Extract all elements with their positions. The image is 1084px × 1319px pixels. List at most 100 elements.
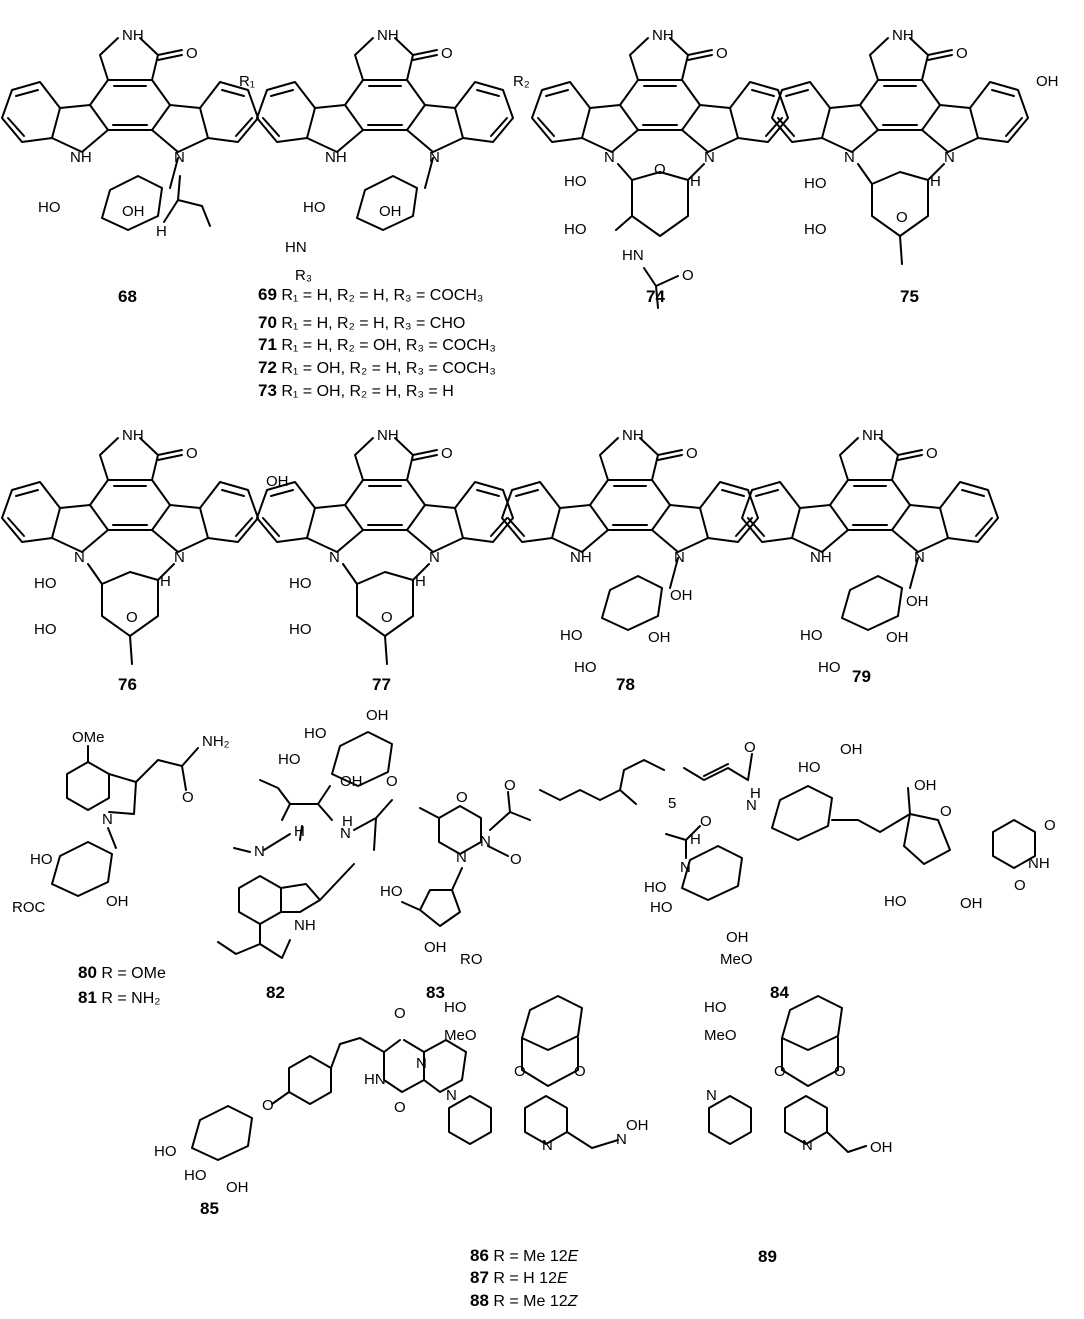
atom-oh: OH <box>626 1117 649 1134</box>
compound-69: NH O R₁ R₂ NH N HO OH HN R₃ <box>239 27 530 284</box>
atom-hn: HN <box>285 239 307 256</box>
svg-text:O: O <box>262 1097 274 1114</box>
compound-label: 78 <box>616 675 635 694</box>
svg-text:86 R = Me 12E: 86 R = Me 12E <box>470 1246 579 1265</box>
compound-82: HO HO OH OH O H N N H NH <box>217 707 398 959</box>
svg-text:O: O <box>510 851 522 868</box>
atom-n: N <box>674 549 685 566</box>
atom-n: N <box>74 549 85 566</box>
compound-caption: R₁ = H, R₂ = H, R₃ = COCH₃ <box>281 287 483 304</box>
compound-label: 87 <box>470 1268 489 1287</box>
svg-text:NH: NH <box>294 917 316 934</box>
atom-oh: OH <box>914 777 937 794</box>
atom-h: H <box>415 573 426 590</box>
atom-nh-indole: NH <box>570 549 592 566</box>
atom-h: H <box>294 823 305 840</box>
compound-75: NH O N N OH O HO HO H <box>771 27 1059 265</box>
atom-ho: HO <box>289 575 312 592</box>
svg-text:O: O <box>654 161 666 178</box>
svg-text:O: O <box>700 813 712 830</box>
svg-text:O: O <box>504 777 516 794</box>
atom-ho: HO <box>278 751 301 768</box>
atom-meo: MeO <box>704 1027 737 1044</box>
svg-text:81 R = NH₂: 81 R = NH₂ <box>78 988 160 1007</box>
atom-nh: NH <box>652 27 674 44</box>
svg-text:O: O <box>386 773 398 790</box>
compound-label: 73 <box>258 381 277 400</box>
atom-ho: HO <box>644 879 667 896</box>
svg-text:O: O <box>834 1063 846 1080</box>
atom-oh: OH <box>726 929 749 946</box>
atom-oh: OH <box>366 707 389 724</box>
svg-text:O: O <box>1044 817 1056 834</box>
svg-text:O: O <box>381 609 393 626</box>
atom-n: N <box>844 149 855 166</box>
atom-n: N <box>174 149 185 166</box>
atom-oh: OH <box>648 629 671 646</box>
atom-ro: RO <box>460 951 483 968</box>
compound-caption: R = OMe <box>101 965 166 982</box>
compound-label: 80 <box>78 963 97 982</box>
compound-74: NH O N N O HO HO H HN O <box>531 27 789 309</box>
atom-nh: NH <box>122 27 144 44</box>
atom-nh-indole: NH <box>325 149 347 166</box>
compound-label: 81 <box>78 988 97 1007</box>
atom-ho: HO <box>154 1143 177 1160</box>
atom-r2: R₂ <box>513 73 530 90</box>
atom-o: O <box>441 445 453 462</box>
atom-ho: HO <box>30 851 53 868</box>
svg-text:N: N <box>340 825 351 842</box>
compound-label: 88 <box>470 1291 489 1310</box>
atom-n: N <box>746 797 757 814</box>
atom-n: N <box>914 549 925 566</box>
atom-n: N <box>944 149 955 166</box>
svg-text:O: O <box>574 1063 586 1080</box>
atom-ho: HO <box>804 175 827 192</box>
atom-o: O <box>686 445 698 462</box>
atom-ho: HO <box>574 659 597 676</box>
atom-o: O <box>716 45 728 62</box>
svg-text:NH: NH <box>1028 855 1050 872</box>
atom-oh: OH <box>424 939 447 956</box>
atom-oh: OH <box>379 203 402 220</box>
svg-text:O: O <box>394 1005 406 1022</box>
compound-77: NH O N N O HO HO H <box>256 427 514 665</box>
atom-ho: HO <box>303 199 326 216</box>
atom-oh: OH <box>670 587 693 604</box>
atom-nh-indole: NH <box>810 549 832 566</box>
atom-ho: HO <box>884 893 907 910</box>
atom-n: N <box>802 1137 813 1154</box>
stereo-descriptor: E <box>568 1248 579 1265</box>
atom-h: H <box>930 173 941 190</box>
atom-nh: NH <box>377 427 399 444</box>
atom-ho: HO <box>34 621 57 638</box>
atom-ho: HO <box>184 1167 207 1184</box>
svg-text:H: H <box>342 813 353 830</box>
svg-text:O: O <box>774 1063 786 1080</box>
atom-ho: HO <box>304 725 327 742</box>
atom-r1: R₁ <box>239 73 255 90</box>
atom-ho: HO <box>289 621 312 638</box>
compound-caption: R = Me 12E <box>493 1248 578 1265</box>
atom-oh: OH <box>340 773 363 790</box>
atom-ho: HO <box>800 627 823 644</box>
compound-label: 85 <box>200 1199 219 1218</box>
atom-roc: ROC <box>12 899 46 916</box>
atom-ho: HO <box>38 199 61 216</box>
atom-ho: HO <box>804 221 827 238</box>
atom-n: N <box>446 1087 457 1104</box>
atom-ho: HO <box>560 627 583 644</box>
svg-text:N: N <box>456 849 467 866</box>
svg-text:O: O <box>394 1099 406 1116</box>
svg-text:N: N <box>616 1131 627 1148</box>
compound-76: NH O N N OH O HO HO H <box>1 427 289 665</box>
atom-meo: MeO <box>444 1027 477 1044</box>
compound-caption: R = NH₂ <box>101 990 160 1007</box>
atom-5: 5 <box>668 795 676 812</box>
svg-text:N: N <box>254 843 265 860</box>
svg-text:72 R₁ = OH, R₂ = H, R₃ = COCH₃: 72 R₁ = OH, R₂ = H, R₃ = COCH₃ <box>258 358 496 377</box>
atom-nh: NH <box>377 27 399 44</box>
compound-caption: R₁ = H, R₂ = H, R₃ = CHO <box>281 315 465 332</box>
compound-label: 77 <box>372 675 391 694</box>
